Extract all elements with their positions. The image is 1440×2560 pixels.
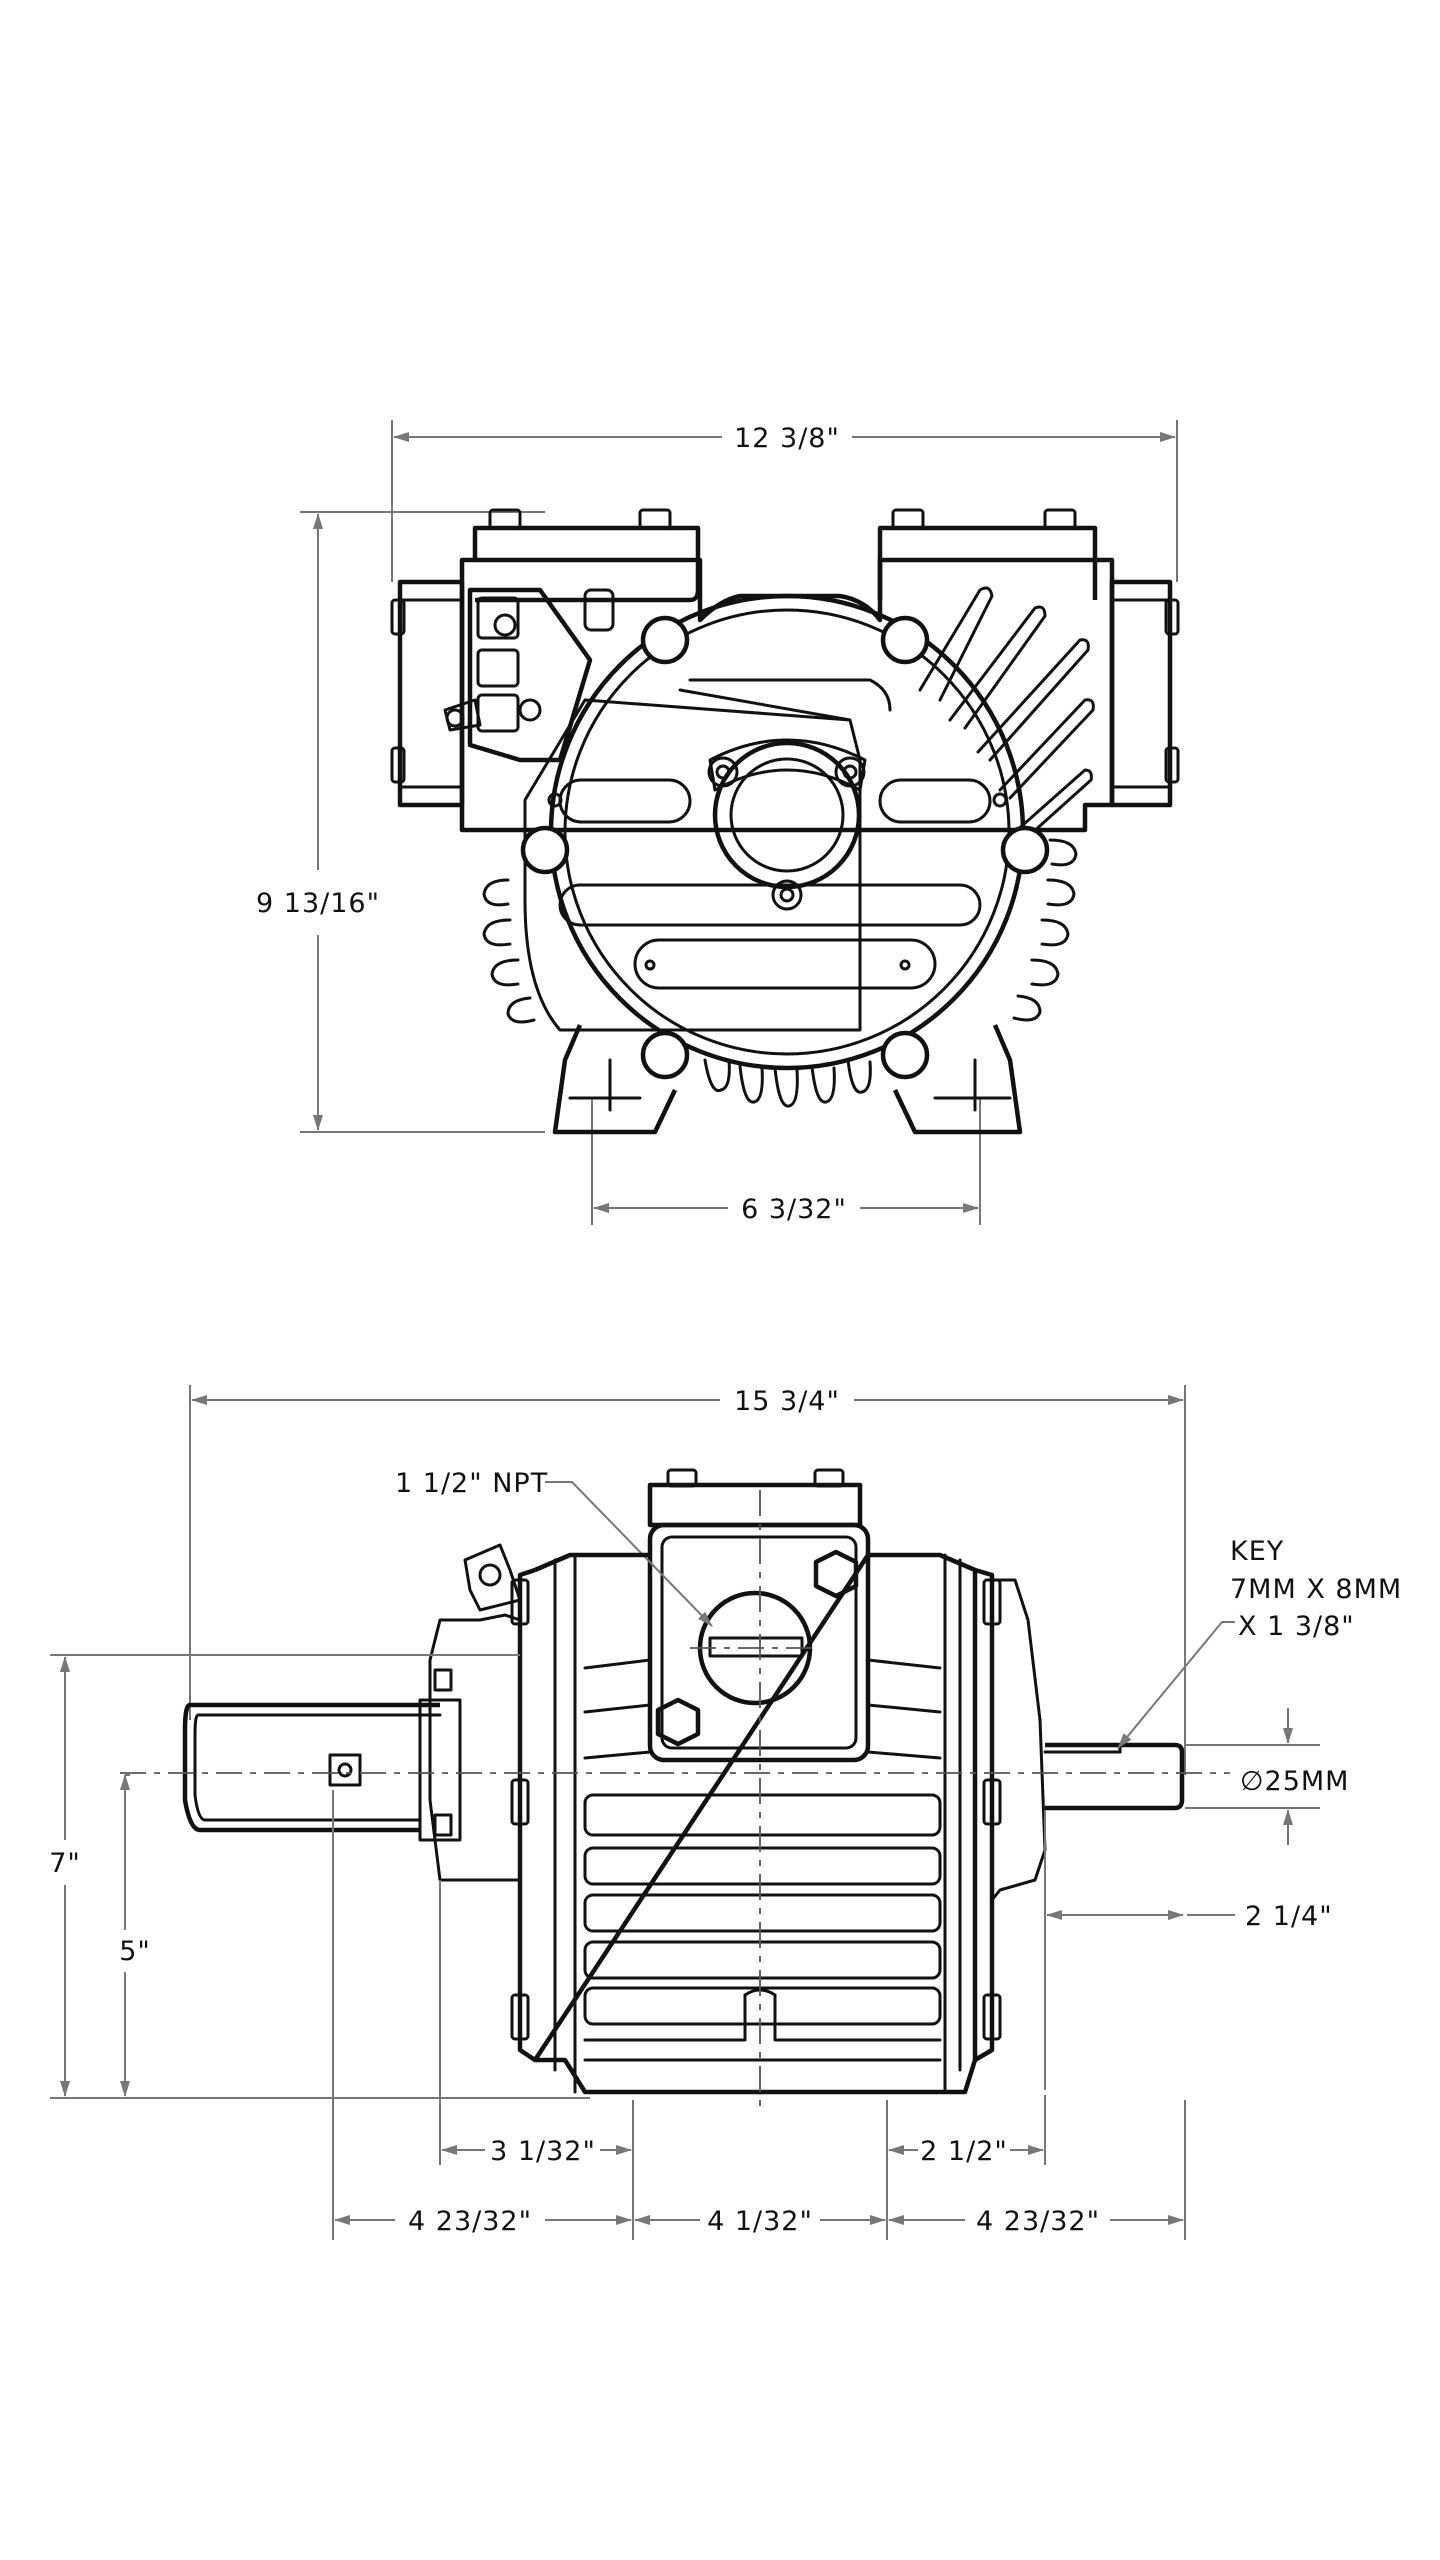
dim-label-top-height: 9 13/16" bbox=[256, 888, 380, 919]
dimension-base-bolt-spacing: 6 3/32" bbox=[591, 1098, 981, 1225]
dimension-top-height: 9 13/16" bbox=[256, 511, 545, 1133]
dim-label-top-width: 12 3/8" bbox=[734, 423, 840, 454]
left-port-flange bbox=[390, 579, 465, 808]
face-plate bbox=[523, 678, 1008, 1032]
side-view: 15 3/4" 1 1/2" NPT bbox=[49, 1385, 1402, 2240]
dim-label-overall-height: 7" bbox=[49, 1848, 81, 1879]
dimension-right-offset: 2 1/2" bbox=[886, 2095, 1046, 2240]
dim-label-base-bolt-spacing: 6 3/32" bbox=[741, 1194, 847, 1225]
callout-key-line3: X 1 3/8" bbox=[1238, 1611, 1355, 1642]
callout-key-line2: 7MM X 8MM bbox=[1230, 1574, 1402, 1605]
callout-port: 1 1/2" NPT bbox=[395, 1468, 713, 1627]
mounting-feet bbox=[552, 1024, 1023, 1135]
callout-key-line1: KEY bbox=[1230, 1536, 1284, 1567]
shaft-hub bbox=[707, 738, 867, 911]
dimension-overall-length: 15 3/4" bbox=[189, 1385, 1186, 1775]
top-bosses bbox=[472, 508, 1098, 603]
dimension-shaft-height: 5" bbox=[119, 1774, 151, 2097]
dimension-shaft-diameter: ∅25MM bbox=[1185, 1708, 1349, 1845]
dim-label-shaft-length: 2 1/4" bbox=[1245, 1901, 1333, 1932]
end-covers bbox=[428, 1567, 1047, 2062]
right-port-flange bbox=[1109, 579, 1180, 808]
dim-label-right-offset: 2 1/2" bbox=[920, 2136, 1008, 2167]
dim-label-bottom-left: 4 23/32" bbox=[408, 2206, 532, 2237]
callout-port-label: 1 1/2" NPT bbox=[395, 1468, 548, 1499]
relief-valve-handle bbox=[182, 1543, 522, 1842]
dimension-overall-height: 7" bbox=[49, 1654, 590, 2099]
front-view: 12 3/8" 9 13/16" 6 3/32" bbox=[256, 420, 1180, 1225]
dim-label-overall-length: 15 3/4" bbox=[734, 1386, 840, 1417]
callout-key: KEY 7MM X 8MM X 1 3/8" bbox=[1117, 1536, 1402, 1749]
dim-label-bottom-center: 4 1/32" bbox=[707, 2206, 813, 2237]
relief-valve-assembly bbox=[443, 587, 615, 763]
housing-bolts bbox=[520, 615, 1050, 1080]
dimension-left-offset: 3 1/32" bbox=[439, 1880, 634, 2240]
dim-label-bottom-right: 4 23/32" bbox=[976, 2206, 1100, 2237]
dim-label-shaft-diameter: ∅25MM bbox=[1240, 1766, 1349, 1797]
dimension-bottom-chain: 4 23/32" 4 1/32" 4 23/32" bbox=[332, 1790, 1186, 2240]
rotor-housing bbox=[532, 1552, 978, 2095]
dim-label-shaft-height: 5" bbox=[119, 1936, 151, 1967]
drive-shaft bbox=[1043, 1742, 1185, 1811]
dim-label-left-offset: 3 1/32" bbox=[490, 2136, 596, 2167]
dimension-top-width: 12 3/8" bbox=[391, 420, 1178, 582]
dimension-shaft-length: 2 1/4" bbox=[1044, 1810, 1333, 2090]
